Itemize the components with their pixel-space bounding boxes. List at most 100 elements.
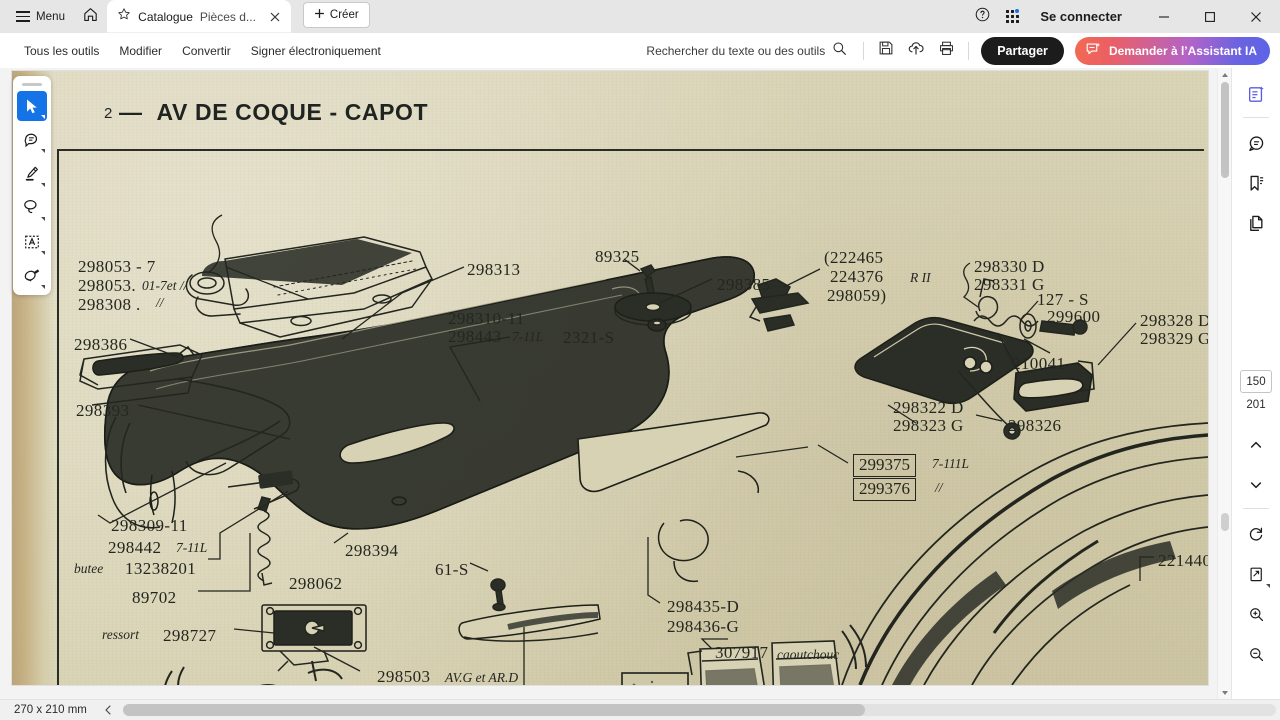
toolbar-menu: Tous les outils Modifier Convertir Signe… (0, 33, 391, 68)
document-viewport[interactable]: 2— AV DE COQUE - CAPOT (0, 68, 1280, 700)
select-tool-button[interactable] (17, 91, 47, 121)
part-number-label: caoutchouc (777, 647, 840, 662)
chevron-down-icon (41, 285, 45, 289)
part-number-label: 307917 (715, 643, 769, 662)
horizontal-scroll-thumb[interactable] (122, 704, 865, 716)
part-number-label: 298394 (345, 541, 399, 560)
toolbar-divider (863, 41, 865, 60)
part-number-label: R II (910, 270, 931, 285)
part-number-label: 2321-S (563, 328, 615, 347)
part-number-label: 89702 (132, 588, 177, 607)
plate-frame (57, 149, 1204, 685)
title-bar-left: Menu Catalogue Pièces d... (0, 0, 370, 33)
part-number-label: 298435-D (667, 597, 740, 616)
exploded-parts-illustration (79, 214, 1208, 685)
create-button-label: Créer (329, 8, 359, 21)
zoom-in-button[interactable] (1240, 598, 1272, 630)
bookmark-icon (1250, 175, 1263, 191)
ai-summary-button[interactable] (1240, 78, 1272, 110)
fit-page-button[interactable] (1240, 558, 1272, 590)
part-number-label: 298330 D (974, 257, 1045, 276)
part-number-label: 299375 (853, 454, 916, 477)
bookmarks-panel-button[interactable] (1240, 167, 1272, 199)
cloud-upload-button[interactable] (902, 37, 930, 65)
page-number-input[interactable]: 150 (1240, 370, 1272, 393)
home-button[interactable] (75, 2, 105, 32)
create-button[interactable]: Créer (302, 1, 370, 28)
copy-pages-icon (1249, 215, 1262, 231)
pages-panel-button[interactable] (1240, 207, 1272, 239)
part-number-label: 298503 (377, 667, 431, 685)
search-input[interactable]: Rechercher du texte ou des outils (638, 37, 855, 65)
part-number-label: // (156, 295, 164, 310)
window-close-button[interactable] (1234, 0, 1278, 33)
help-button[interactable] (968, 3, 996, 31)
menu-item-convert[interactable]: Convertir (182, 43, 231, 58)
plate-number: 2 (104, 105, 113, 122)
quick-tools-rail (13, 76, 51, 295)
star-icon[interactable] (117, 7, 131, 26)
sign-in-button[interactable]: Se connecter (1040, 9, 1122, 24)
window-minimize-button[interactable] (1142, 0, 1186, 33)
apps-button[interactable] (998, 3, 1026, 31)
next-page-button[interactable] (1240, 469, 1272, 501)
text-box-icon (25, 235, 39, 249)
comments-panel-button[interactable] (1240, 127, 1272, 159)
toolbar-divider-2 (968, 41, 970, 60)
scroll-up-arrow[interactable] (1218, 68, 1232, 82)
part-number-label: 299376 (853, 478, 916, 501)
highlight-tool-button[interactable] (17, 159, 47, 189)
part-number-label: 298310-11 (448, 309, 525, 328)
redact-tool-button[interactable] (17, 261, 47, 291)
menu-button[interactable]: Menu (8, 4, 73, 30)
text-select-tool-button[interactable] (17, 227, 47, 257)
chevron-down-icon (41, 251, 45, 255)
rail-drag-handle[interactable] (22, 83, 42, 86)
menu-item-edit[interactable]: Modifier (119, 43, 163, 58)
save-button[interactable] (872, 37, 900, 65)
menu-item-all-tools[interactable]: Tous les outils (24, 43, 100, 58)
rail-divider (1243, 117, 1269, 118)
print-button[interactable] (932, 37, 960, 65)
ai-assistant-button[interactable]: Demander à l’Assistant IA (1074, 36, 1270, 65)
part-number-label: butee (74, 561, 104, 576)
comment-tool-button[interactable] (17, 125, 47, 155)
collapse-status-button[interactable] (97, 700, 119, 720)
part-number-label: 89325 (595, 247, 640, 266)
app-grid-icon (1005, 9, 1020, 23)
lasso-tool-button[interactable] (17, 193, 47, 223)
part-number-label: 298308 . (78, 295, 141, 314)
tab-close-icon[interactable] (265, 7, 285, 27)
part-number-label: 298727 (163, 626, 217, 645)
part-number-label: 01-7et // (142, 278, 188, 293)
part-number-label: 298059) (827, 286, 887, 305)
chevron-down-icon (41, 217, 45, 221)
ai-assistant-icon (1085, 41, 1102, 61)
horizontal-scrollbar[interactable] (122, 704, 1276, 716)
vertical-scroll-marker[interactable] (1221, 513, 1229, 531)
vertical-scrollbar[interactable] (1217, 68, 1232, 700)
chevron-up-icon (1250, 441, 1262, 448)
part-number-label: ressort (102, 627, 140, 642)
vertical-scroll-thumb[interactable] (1221, 82, 1229, 178)
share-button[interactable]: Partager (981, 36, 1064, 65)
previous-page-button[interactable] (1240, 429, 1272, 461)
part-number-label: 298329 G (1140, 329, 1208, 348)
plate-title-dash: — (118, 99, 143, 125)
part-number-label: 7-11L (176, 540, 208, 555)
cursor-arrow-icon (26, 99, 37, 113)
part-number-label: 298053. (78, 276, 137, 295)
scroll-down-arrow[interactable] (1218, 686, 1232, 700)
zoom-out-button[interactable] (1240, 638, 1272, 670)
part-number-label: 298386 (74, 335, 128, 354)
part-number-label: 298313 (467, 260, 521, 279)
tab-title: Catalogue (138, 9, 193, 24)
save-icon (878, 40, 894, 61)
close-icon (1251, 11, 1261, 22)
document-tab[interactable]: Catalogue Pièces d... (107, 0, 291, 33)
tab-subtitle: Pièces d... (199, 9, 256, 24)
rotate-button[interactable] (1240, 518, 1272, 550)
menu-item-esign[interactable]: Signer électroniquement (250, 43, 381, 58)
window-maximize-button[interactable] (1188, 0, 1232, 33)
